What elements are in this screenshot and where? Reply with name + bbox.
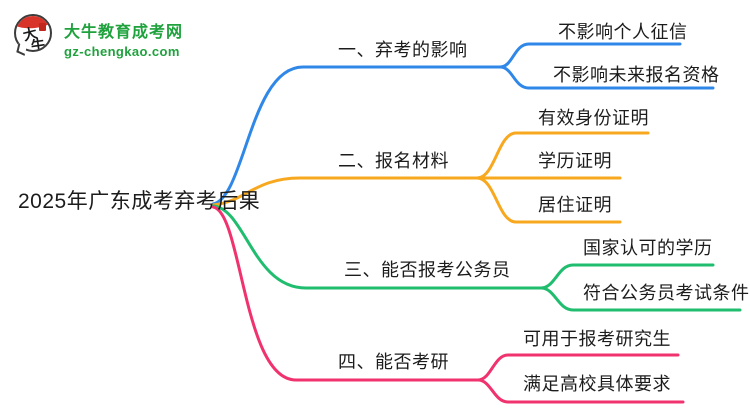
root-node-label: 2025年广东成考弃考后果 xyxy=(18,190,261,213)
branch-4-leaf-2-line xyxy=(476,378,685,404)
logo-text-block: 大牛教育成考网 gz-chengkao.com xyxy=(64,12,183,59)
branch-1-leaf-2-line xyxy=(498,65,715,90)
leaf-label: 不影响个人征信 xyxy=(558,22,688,42)
branch-1-leaf-1-line xyxy=(498,42,682,69)
leaf-label: 不影响未来报名资格 xyxy=(553,65,720,85)
leaf-label: 国家认可的学历 xyxy=(583,238,713,258)
branch-4-main-line xyxy=(211,205,480,382)
logo-bull-icon: 大 牛 xyxy=(14,12,56,56)
branch-1-main-line xyxy=(211,65,502,206)
branch-1-lines xyxy=(211,42,715,206)
branch-3-main-line xyxy=(211,204,543,290)
branch-3-label: 三、能否报考公务员 xyxy=(344,260,511,280)
branch-2-lines xyxy=(211,131,650,224)
leaf-label: 满足高校具体要求 xyxy=(523,374,671,394)
branch-2-main-line xyxy=(211,176,479,207)
branch-2-label: 二、报名材料 xyxy=(338,151,449,171)
branch-4-label: 四、能否考研 xyxy=(338,352,449,372)
branch-2-leaf-3-line xyxy=(475,176,622,224)
logo-url: gz-chengkao.com xyxy=(64,44,180,59)
branch-4-lines xyxy=(211,205,685,404)
site-logo: 大 牛 大牛教育成考网 gz-chengkao.com xyxy=(14,12,183,59)
branch-3-leaf-2-line xyxy=(539,286,742,312)
leaf-label: 居住证明 xyxy=(538,195,612,215)
branch-2-leaf-1-line xyxy=(475,131,650,180)
logo-char-2: 牛 xyxy=(29,36,47,52)
leaf-label: 符合公务员考试条件 xyxy=(583,283,750,303)
leaf-label: 学历证明 xyxy=(538,151,612,171)
logo-title: 大牛教育成考网 xyxy=(64,24,184,41)
branch-3-lines xyxy=(211,204,742,312)
branch-1-label: 一、弃考的影响 xyxy=(338,40,468,60)
leaf-label: 可用于报考研究生 xyxy=(523,329,671,349)
leaf-label: 有效身份证明 xyxy=(538,108,649,128)
logo-seal-stamp xyxy=(39,23,46,31)
